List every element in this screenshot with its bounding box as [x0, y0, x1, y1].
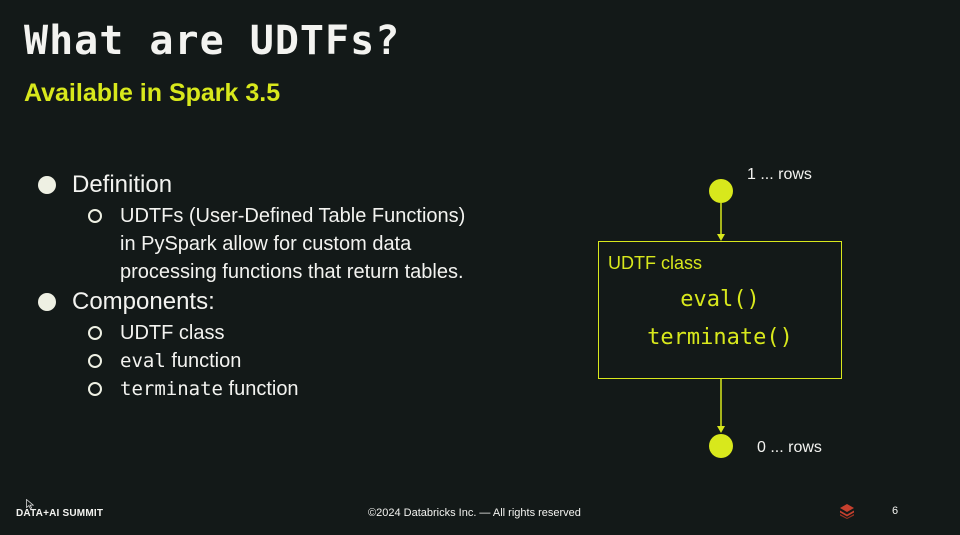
code-terminate: terminate [120, 378, 223, 400]
bullet-dot-icon [38, 293, 56, 311]
bullet-ring-icon [88, 209, 102, 223]
bullet-ring-icon [88, 354, 102, 368]
databricks-logo-icon [840, 504, 854, 519]
sub-bullet: UDTFs (User-Defined Table Functions) [38, 202, 538, 230]
bullet-components: Components: [38, 287, 538, 317]
sub-bullet: UDTF class [38, 319, 538, 347]
sub-bullet: eval function [38, 347, 538, 375]
eval-method: eval() [680, 287, 760, 312]
slide-title: What are UDTFs? [24, 18, 401, 64]
sub-bullet-text: function [222, 378, 299, 400]
bullet-label: Components: [72, 288, 215, 315]
bullet-definition: Definition [38, 170, 538, 200]
sub-bullet-text: processing functions that return tables. [120, 261, 464, 283]
code-eval: eval [120, 350, 166, 372]
page-number: 6 [892, 505, 899, 517]
bullet-label: Definition [72, 171, 173, 198]
sub-bullet-text: UDTFs (User-Defined Table Functions) [120, 205, 466, 227]
udtf-box-label: UDTF class [608, 253, 702, 273]
output-arrow-head [717, 426, 725, 433]
sub-bullet-continuation: in PySpark allow for custom data [38, 230, 538, 258]
sub-bullet-continuation: processing functions that return tables. [38, 258, 538, 286]
bullet-ring-icon [88, 382, 102, 396]
mouse-cursor-icon [26, 499, 34, 509]
output-node [709, 434, 733, 458]
sub-bullet-text: UDTF class [120, 322, 225, 344]
terminate-method: terminate() [647, 325, 793, 350]
copyright-text: ©2024 Databricks Inc. — All rights reser… [368, 507, 581, 519]
sub-bullet-text: function [165, 350, 242, 372]
sub-bullet: terminate function [38, 375, 538, 403]
summit-brand: DATA+AI SUMMIT [16, 508, 104, 519]
input-rows-label: 1 ... rows [747, 166, 812, 183]
udtf-class-box: UDTF class eval() terminate() [598, 241, 842, 379]
input-arrow-head [717, 234, 725, 241]
bullet-list: Definition UDTFs (User-Defined Table Fun… [38, 170, 538, 403]
sub-bullet-text: in PySpark allow for custom data [120, 233, 412, 255]
bullet-dot-icon [38, 176, 56, 194]
output-rows-label: 0 ... rows [757, 439, 822, 456]
bullet-ring-icon [88, 326, 102, 340]
slide-subtitle: Available in Spark 3.5 [24, 79, 281, 107]
input-node [709, 179, 733, 203]
